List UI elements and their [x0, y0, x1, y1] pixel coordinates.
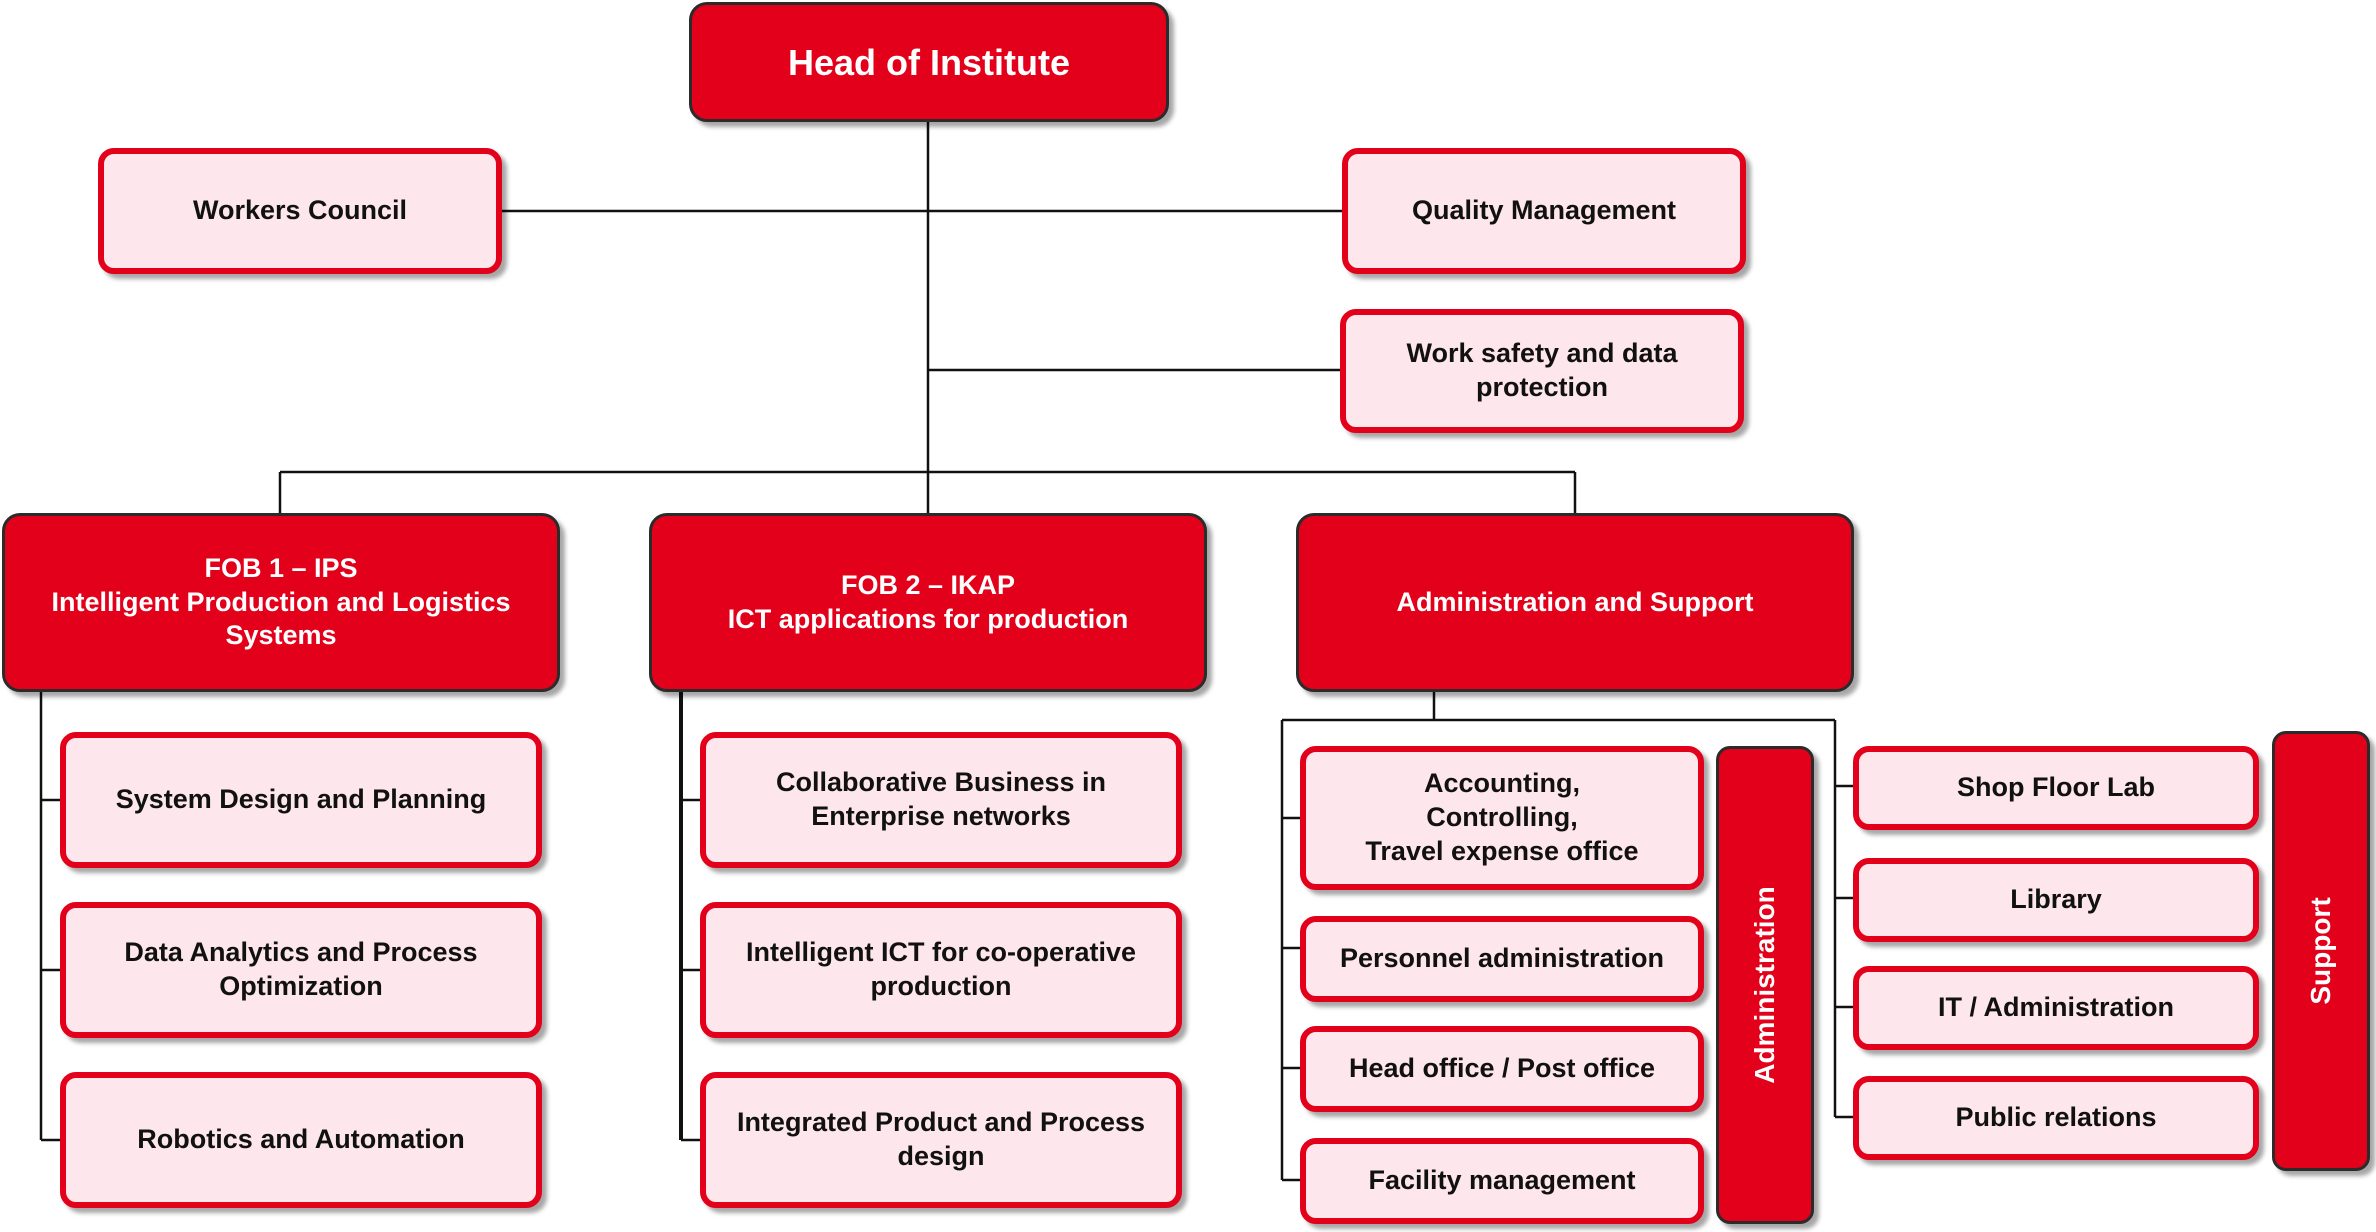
unit-library: Library	[1853, 858, 2259, 942]
unit-head-office: Head office / Post office	[1300, 1026, 1704, 1112]
unit-collaborative-business: Collaborative Business in Enterprise net…	[700, 732, 1182, 868]
unit-shop-floor-lab: Shop Floor Lab	[1853, 746, 2259, 830]
workers-council-box: Workers Council	[98, 148, 502, 274]
unit-intelligent-ict: Intelligent ICT for co-operative product…	[700, 902, 1182, 1038]
administration-label: Administration	[1749, 886, 1780, 1084]
department-fob1-box: FOB 1 – IPS Intelligent Production and L…	[2, 513, 560, 692]
unit-data-analytics: Data Analytics and Process Optimization	[60, 902, 542, 1038]
unit-facility-management: Facility management	[1300, 1138, 1704, 1224]
unit-system-design: System Design and Planning	[60, 732, 542, 868]
unit-it-administration: IT / Administration	[1853, 966, 2259, 1050]
quality-management-box: Quality Management	[1342, 148, 1746, 274]
head-of-institute-box: Head of Institute	[689, 2, 1169, 122]
support-label: Support	[2305, 897, 2336, 1005]
work-safety-box: Work safety and data protection	[1340, 309, 1744, 433]
unit-accounting: Accounting, Controlling, Travel expense …	[1300, 746, 1704, 890]
department-fob2-box: FOB 2 – IKAP ICT applications for produc…	[649, 513, 1207, 692]
unit-integrated-product: Integrated Product and Process design	[700, 1072, 1182, 1208]
unit-public-relations: Public relations	[1853, 1076, 2259, 1160]
department-admin-support-box: Administration and Support	[1296, 513, 1854, 692]
unit-personnel-admin: Personnel administration	[1300, 916, 1704, 1002]
administration-label-bar: Administration	[1716, 746, 1814, 1224]
unit-robotics: Robotics and Automation	[60, 1072, 542, 1208]
support-label-bar: Support	[2272, 731, 2370, 1171]
